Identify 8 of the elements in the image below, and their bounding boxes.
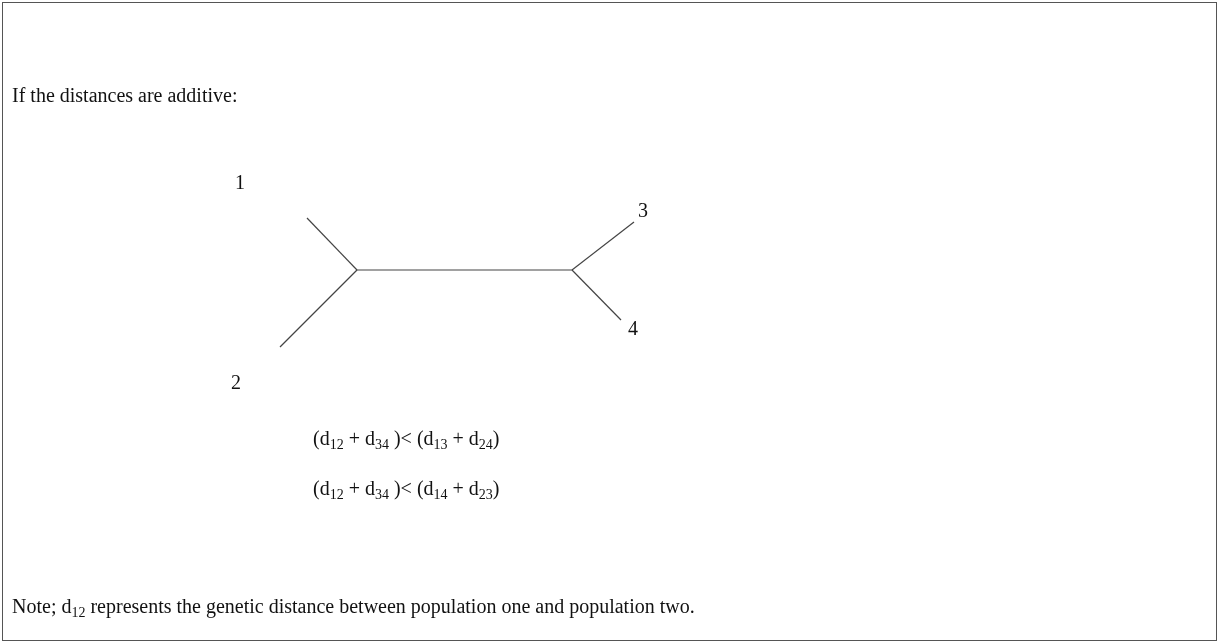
formula-text: (d$_{12}$ + d$_{34}$ )< (d$_{14}$ + d$_{23}$)	[313, 478, 500, 502]
leaf-label: 4	[628, 318, 638, 338]
leaf-label: 1	[235, 172, 245, 192]
formula-text: (d$_{12}$ + d$_{34}$ )< (d$_{13}$ + d$_{24}$)	[313, 428, 500, 452]
heading-text: If the distances are additive:	[12, 85, 238, 105]
note-text: Note; d$_{12}$ represents the genetic distance between population one and population two.	[12, 596, 695, 620]
leaf-label: 3	[638, 200, 648, 220]
leaf-label: 2	[231, 372, 241, 392]
